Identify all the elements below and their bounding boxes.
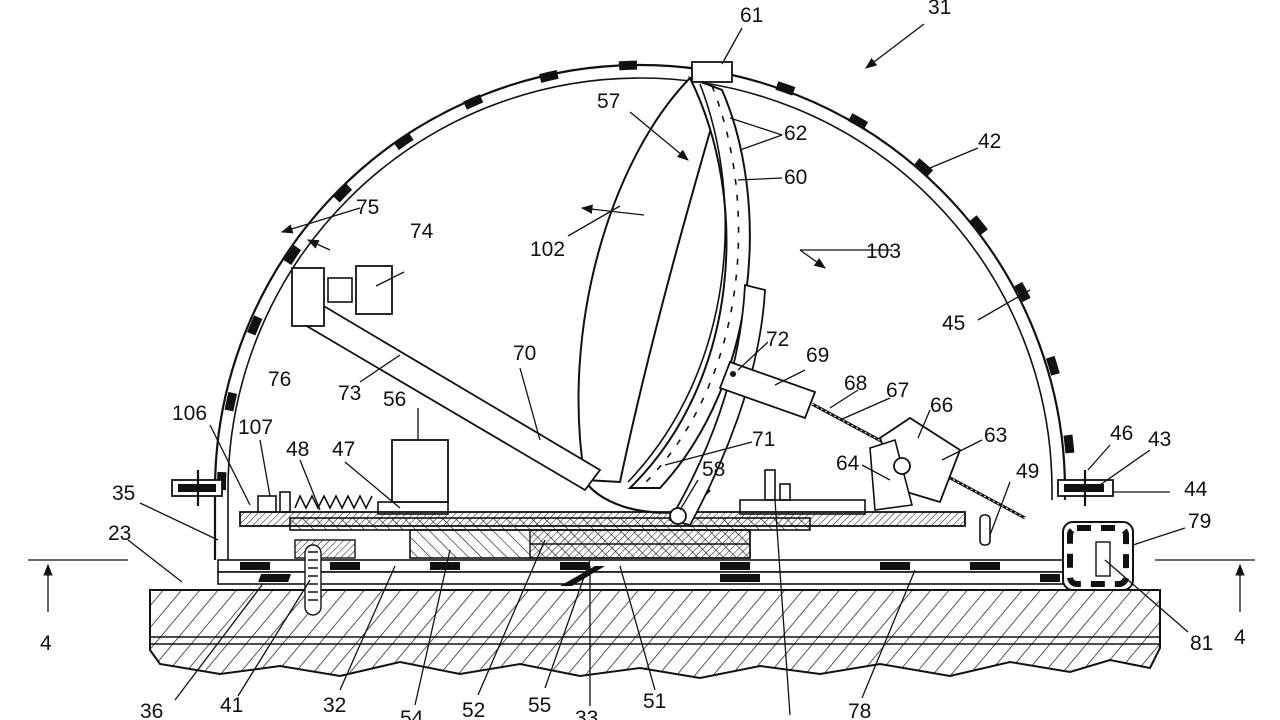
label-68: 68 [844, 372, 867, 395]
label-4-right: 4 [1234, 626, 1246, 649]
label-102: 102 [530, 238, 565, 261]
label-58: 58 [702, 458, 725, 481]
label-67: 67 [886, 379, 909, 402]
label-57: 57 [597, 90, 620, 113]
label-74: 74 [410, 220, 434, 243]
ground-slab [150, 590, 1160, 678]
base-plate [218, 560, 1063, 586]
label-73: 73 [338, 382, 361, 405]
label-48: 48 [286, 438, 309, 461]
label-32: 32 [323, 694, 346, 717]
label-46: 46 [1110, 422, 1133, 445]
label-79: 79 [1188, 510, 1211, 533]
label-62: 62 [784, 122, 807, 145]
label-70: 70 [513, 342, 536, 365]
label-54: 54 [400, 707, 424, 720]
side-box [1063, 522, 1133, 590]
label-61: 61 [740, 4, 763, 27]
label-103: 103 [866, 240, 901, 263]
label-41: 41 [220, 694, 243, 717]
label-43: 43 [1148, 428, 1171, 451]
label-81: 81 [1190, 632, 1213, 655]
label-31: 31 [928, 0, 951, 19]
label-45: 45 [942, 312, 965, 335]
label-35: 35 [112, 482, 135, 505]
label-106: 106 [172, 402, 207, 425]
platform [240, 512, 965, 558]
label-72: 72 [766, 328, 789, 351]
label-63: 63 [984, 424, 1007, 447]
label-78: 78 [848, 700, 871, 720]
label-71: 71 [752, 428, 775, 451]
label-75: 75 [356, 196, 379, 219]
label-49: 49 [1016, 460, 1039, 483]
label-69: 69 [806, 344, 829, 367]
label-60: 60 [784, 166, 807, 189]
label-4-left: 4 [40, 632, 52, 655]
right-flange [1058, 470, 1113, 506]
label-51: 51 [643, 690, 666, 713]
label-47: 47 [332, 438, 355, 461]
label-66: 66 [930, 394, 953, 417]
label-55: 55 [528, 694, 551, 717]
label-56: 56 [383, 388, 406, 411]
label-64: 64 [836, 452, 860, 475]
label-76: 76 [268, 368, 291, 391]
label-33: 33 [575, 707, 598, 720]
label-107: 107 [238, 416, 273, 439]
label-52: 52 [462, 699, 485, 720]
label-44: 44 [1184, 478, 1208, 501]
label-23: 23 [108, 522, 131, 545]
label-36: 36 [140, 700, 163, 720]
label-42: 42 [978, 130, 1001, 153]
